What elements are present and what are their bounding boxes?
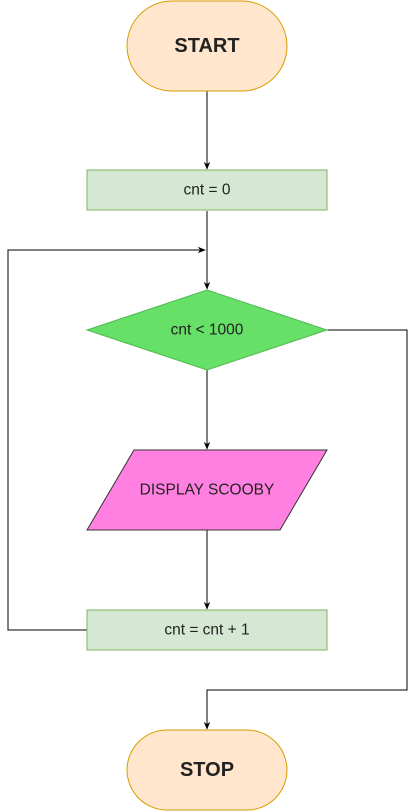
stop-terminal-shape: [126, 729, 288, 811]
init-process-shape: [86, 169, 328, 211]
connector-condition-to-stop: [203, 329, 408, 730]
connector-loop-back: [7, 246, 206, 631]
init-label: cnt = 0: [184, 182, 231, 199]
init-process: cnt = 0: [86, 169, 328, 211]
start-terminal: START: [126, 0, 288, 92]
output-io-shape: [86, 449, 328, 531]
start-terminal-shape: [126, 0, 288, 92]
increment-label: cnt = cnt + 1: [164, 622, 249, 639]
start-label: START: [174, 35, 239, 57]
increment-process-shape: [86, 609, 328, 651]
stop-terminal: STOP: [126, 729, 288, 811]
stop-label: STOP: [180, 759, 234, 781]
condition-decision: cnt < 1000: [85, 289, 329, 371]
condition-label: cnt < 1000: [171, 322, 244, 339]
output-label: DISPLAY SCOOBY: [140, 482, 275, 499]
output-io: DISPLAY SCOOBY: [86, 449, 328, 531]
increment-process: cnt = cnt + 1: [86, 609, 328, 651]
condition-decision-shape: [85, 289, 329, 371]
